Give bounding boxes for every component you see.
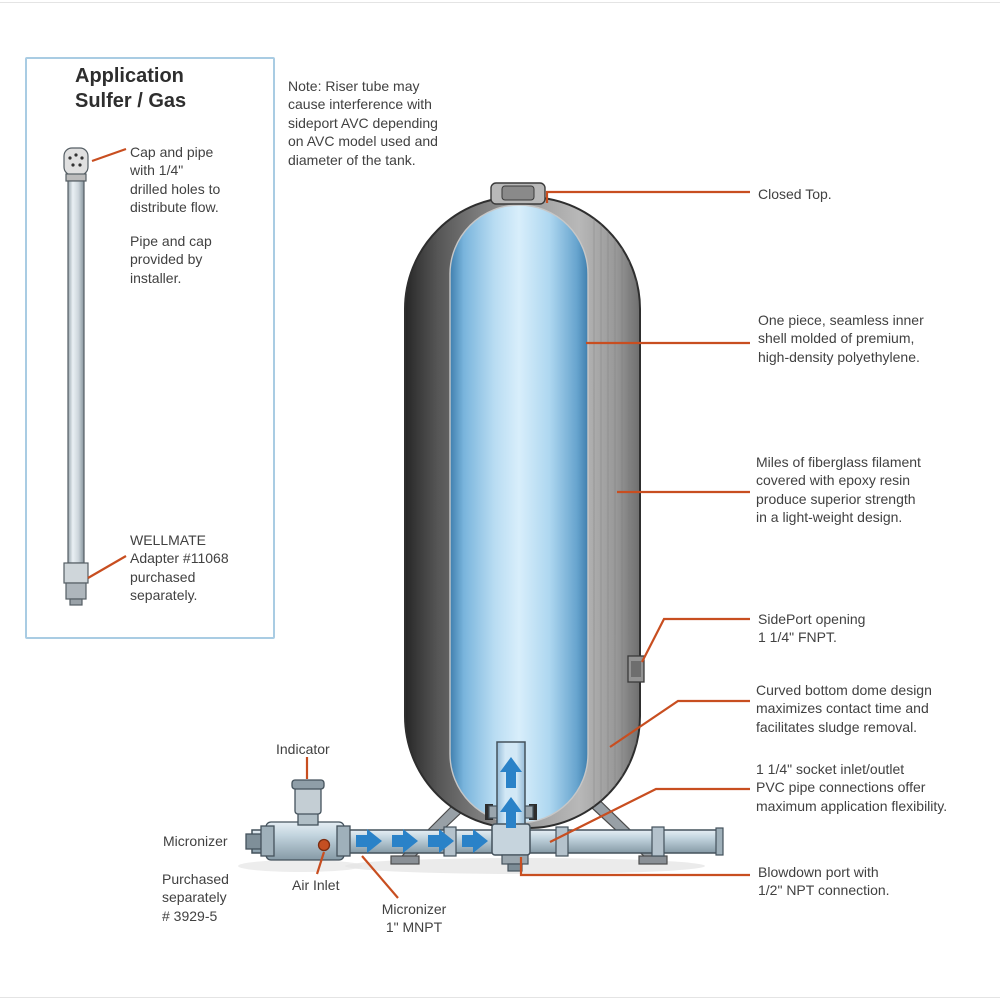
leader-cap-pipe [91,147,127,163]
leader-wellmate [87,555,127,579]
label-micronizer-mnpt: Micronizer 1" MNPT [381,901,447,936]
sideport-fitting [627,655,645,683]
micronizer-assembly [245,779,351,861]
micronizer-shadow [238,860,362,872]
leader-sideport [641,617,750,663]
label-inlet-outlet: 1 1/4" socket inlet/outlet PVC pipe conn… [756,761,948,814]
floor-shadow [345,858,705,874]
panel-pipe-illustration [63,147,89,606]
panel-title: Application Sulfer / Gas [75,65,187,112]
bottom-edge-line [0,997,1000,998]
label-indicator: Indicator [276,741,330,757]
tank-inner-shell [449,204,589,824]
leader-inlet-outlet [549,787,750,843]
leader-closed-top [545,190,750,203]
label-bottom-dome: Curved bottom dome design maximizes cont… [756,682,932,735]
label-wellmate: WELLMATE Adapter #11068 purchased separa… [130,532,229,604]
label-cap-pipe: Cap and pipe with 1/4" drilled holes to … [130,144,221,216]
leader-air-inlet [315,851,326,875]
label-closed-top: Closed Top. [758,186,832,202]
tank [404,196,641,829]
air-inlet-port [317,838,331,852]
leader-lines [87,147,750,899]
label-sideport: SidePort opening 1 1/4" FNPT. [758,611,866,646]
label-air-inlet: Air Inlet [292,877,340,893]
wellmate-adapter [63,562,89,584]
top-edge-line [0,2,1000,3]
label-fiberglass: Miles of fiberglass filament covered wit… [756,454,921,526]
leader-bottom-dome [609,699,750,748]
closed-top-cap [490,182,546,205]
application-panel [25,57,275,639]
label-pipe-cap: Pipe and cap provided by installer. [130,233,212,286]
label-purchased: Purchased separately # 3929-5 [162,871,229,924]
label-micronizer: Micronizer [163,833,228,849]
leader-blowdown [519,857,750,877]
flow-arrows [356,757,522,853]
note-riser-tube: Note: Riser tube may cause interference … [288,78,438,168]
blowdown-port [501,854,529,872]
indicator-device [291,779,325,815]
label-blowdown: Blowdown port with 1/2" NPT connection. [758,864,890,899]
label-inner-shell: One piece, seamless inner shell molded o… [758,312,924,365]
leader-micronizer-mnpt [361,855,399,899]
